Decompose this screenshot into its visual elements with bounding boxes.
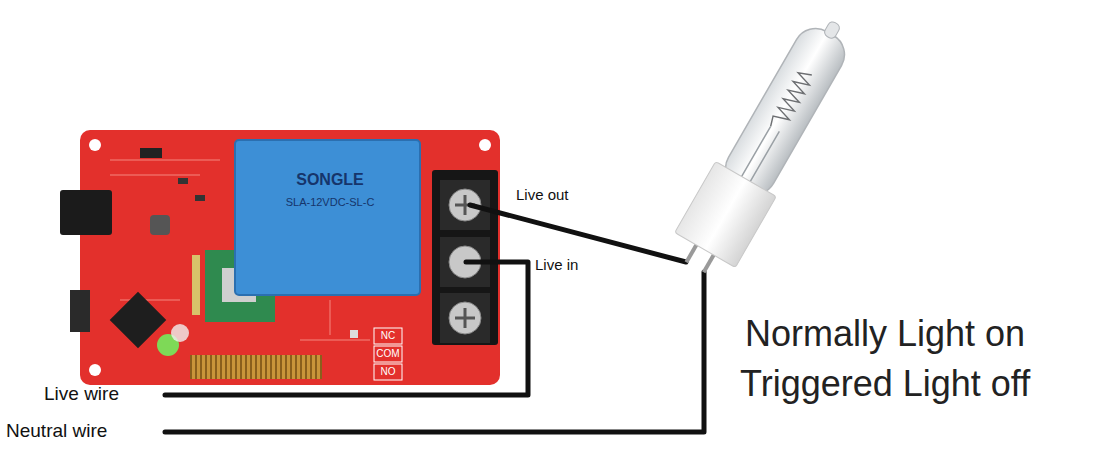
terminal-name: NC <box>381 330 395 342</box>
terminal-block <box>432 170 498 345</box>
lamp-tip <box>823 20 841 40</box>
terminal-name: COM <box>376 348 399 360</box>
smd-part <box>140 148 162 158</box>
terminal-mark <box>374 346 402 362</box>
wire <box>470 205 686 262</box>
wire <box>165 262 528 395</box>
dc-jack <box>60 190 112 235</box>
relay-model: SLA-12VDC-SL-C <box>286 196 375 209</box>
smd-part <box>195 195 205 201</box>
relay <box>235 140 420 295</box>
antenna-coil <box>190 355 322 379</box>
pin-header <box>192 255 200 315</box>
wire-label: Live wire <box>44 383 119 405</box>
relay-brand: SONGLE <box>296 171 364 189</box>
lamp-base <box>675 161 777 267</box>
mount-hole <box>89 364 101 376</box>
terminal-name: NO <box>381 366 396 378</box>
wire <box>165 272 704 432</box>
wires <box>165 205 704 432</box>
inductor <box>150 215 170 235</box>
switch <box>70 290 90 332</box>
state-note: Normally Light on <box>745 313 1025 354</box>
halogen-lamp <box>665 6 867 285</box>
mount-hole <box>89 139 101 151</box>
terminal-mark <box>374 328 402 344</box>
pcb <box>80 130 500 385</box>
state-note: Triggered Light off <box>740 363 1030 404</box>
filament <box>768 68 814 132</box>
wire-label: Neutral wire <box>6 420 107 442</box>
relay-edge <box>235 140 420 295</box>
mcu-chip <box>110 292 167 349</box>
wire-label: Live out <box>516 186 569 203</box>
mount-hole <box>479 139 491 151</box>
smd-part <box>350 330 358 338</box>
relay-board <box>60 130 500 385</box>
lamp-lead <box>741 126 780 183</box>
smd-part <box>178 178 188 184</box>
led <box>171 324 189 342</box>
wire-label: Live in <box>535 256 578 273</box>
terminal-mark <box>374 364 402 380</box>
